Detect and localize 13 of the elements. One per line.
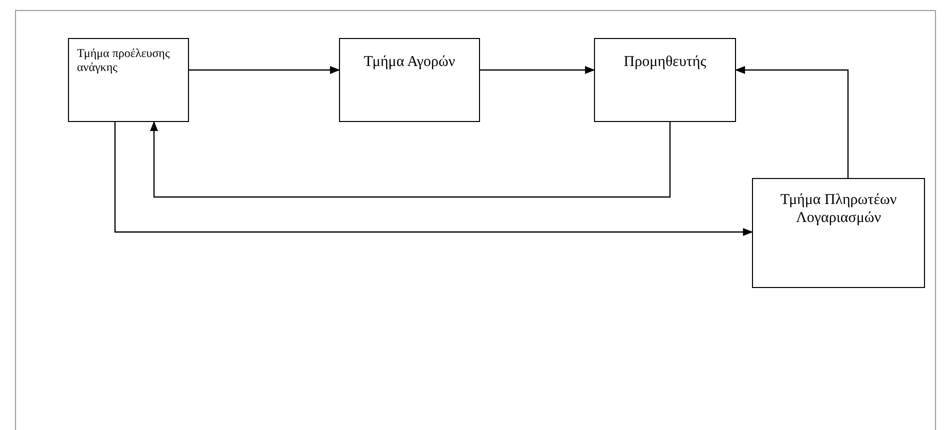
box-label: Τμήμα Πληρωτέων Λογαριασμών bbox=[779, 191, 898, 227]
arrow bbox=[114, 122, 753, 236]
box-label: Προμηθευτής bbox=[624, 53, 706, 71]
arrow bbox=[480, 66, 595, 74]
process-box bbox=[752, 178, 925, 288]
process-box bbox=[68, 38, 189, 122]
arrow bbox=[189, 66, 340, 74]
process-box bbox=[594, 38, 736, 122]
arrow bbox=[735, 66, 849, 178]
box-label: Τμήμα προέλευσης ανάγκης bbox=[77, 46, 171, 75]
arrow bbox=[150, 121, 671, 198]
box-label: Τμήμα Αγορών bbox=[364, 53, 456, 71]
process-box bbox=[339, 38, 480, 122]
